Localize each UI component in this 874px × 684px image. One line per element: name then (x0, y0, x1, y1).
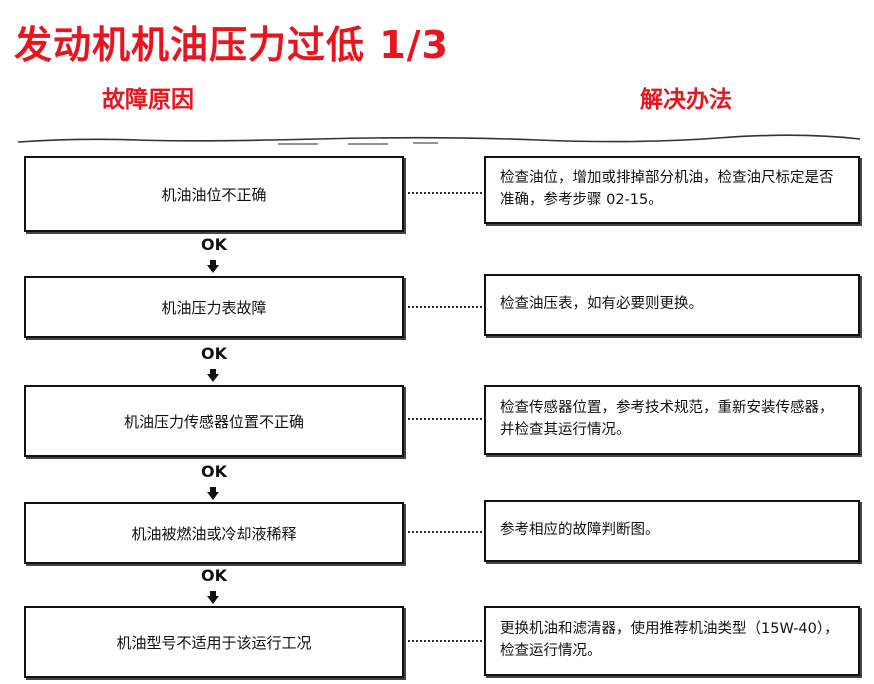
cause-box-3: 机油压力传感器位置不正确 (24, 385, 404, 457)
flow-arrow-4 (207, 591, 219, 604)
ok-label-4: OK (201, 566, 227, 585)
ok-label-2: OK (201, 344, 227, 363)
cause-box-5: 机油型号不适用于该运行工况 (24, 606, 404, 678)
solution-text-5: 更换机油和滤清器，使用推荐机油类型（15W-40），检查运行情况。 (500, 621, 839, 659)
header-divider (18, 134, 860, 145)
cause-box-1: 机油油位不正确 (24, 156, 404, 232)
cause-text-3: 机油压力传感器位置不正确 (123, 412, 304, 431)
solution-box-3: 检查传感器位置，参考技术规范，重新安装传感器，并检查其运行情况。 (484, 385, 860, 455)
ok-label-3: OK (201, 462, 227, 481)
solution-text-2: 检查油压表，如有必要则更换。 (500, 296, 703, 313)
flow-arrow-2 (207, 369, 219, 382)
cause-column-header: 故障原因 (102, 87, 194, 113)
flow-arrow-1 (207, 260, 219, 273)
connector-dots-5 (408, 640, 482, 644)
flow-arrow-3 (207, 487, 219, 500)
cause-text-5: 机油型号不适用于该运行工况 (116, 633, 312, 652)
solution-box-1: 检查油位，增加或排掉部分机油，检查油尺标定是否准确，参考步骤 02-15。 (484, 156, 860, 224)
connector-dots-2 (408, 306, 482, 310)
solution-box-4: 参考相应的故障判断图。 (484, 500, 860, 562)
solution-text-4: 参考相应的故障判断图。 (500, 522, 660, 539)
solution-column-header: 解决办法 (640, 87, 732, 113)
cause-text-2: 机油压力表故障 (161, 298, 267, 317)
solution-text-3: 检查传感器位置，参考技术规范，重新安装传感器，并检查其运行情况。 (500, 400, 834, 438)
solution-text-1: 检查油位，增加或排掉部分机油，检查油尺标定是否准确，参考步骤 02-15。 (500, 170, 834, 208)
solution-box-5: 更换机油和滤清器，使用推荐机油类型（15W-40），检查运行情况。 (484, 606, 860, 676)
connector-dots-4 (408, 531, 482, 535)
cause-text-4: 机油被燃油或冷却液稀释 (131, 524, 297, 543)
solution-box-2: 检查油压表，如有必要则更换。 (484, 274, 860, 336)
ok-label-1: OK (201, 235, 227, 254)
connector-dots-1 (408, 192, 482, 196)
connector-dots-3 (408, 418, 482, 422)
page-title: 发动机机油压力过低 1/3 (14, 23, 449, 67)
cause-box-2: 机油压力表故障 (24, 276, 404, 338)
cause-text-1: 机油油位不正确 (161, 185, 267, 204)
cause-box-4: 机油被燃油或冷却液稀释 (24, 502, 404, 564)
